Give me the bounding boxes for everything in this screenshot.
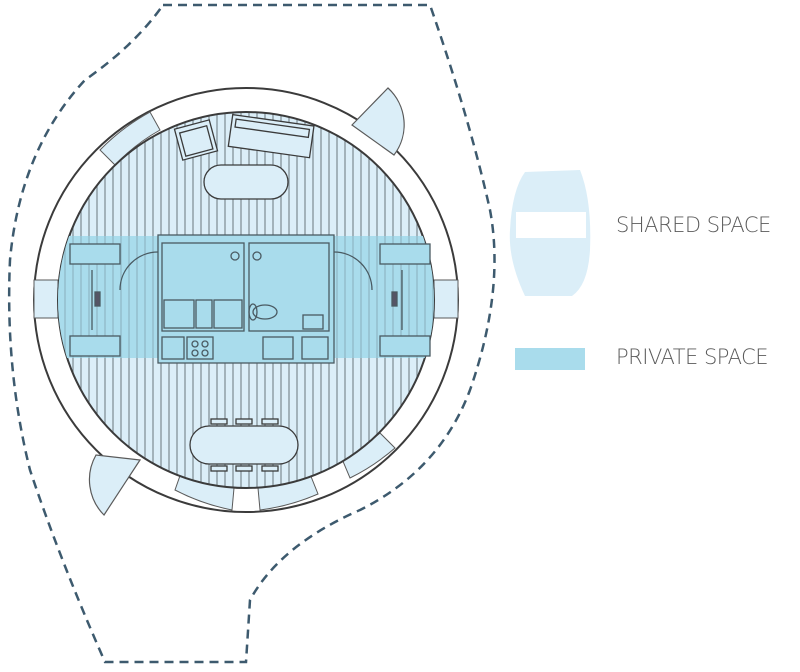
doors: [88, 87, 405, 516]
door-bottom-left: [88, 454, 142, 516]
sink-icon: [262, 336, 294, 360]
stove-icon: [186, 336, 214, 360]
bedrooms: [69, 243, 431, 357]
toilet-icon: [252, 304, 278, 320]
legend-private-swatch: [515, 348, 585, 370]
dining-area: [189, 418, 299, 472]
core-block: [157, 234, 335, 364]
bathroom-room: [248, 242, 330, 332]
coffee-table-icon: [203, 164, 289, 200]
legend-private-label: PRIVATE SPACE: [616, 345, 769, 369]
door-top-right: [351, 87, 405, 156]
sofa-icon: [227, 113, 315, 159]
dining-table-icon: [189, 425, 299, 465]
site-boundary: [7, 3, 496, 664]
living-furniture: [173, 113, 315, 200]
legend-shared-label: SHARED SPACE: [616, 213, 771, 237]
